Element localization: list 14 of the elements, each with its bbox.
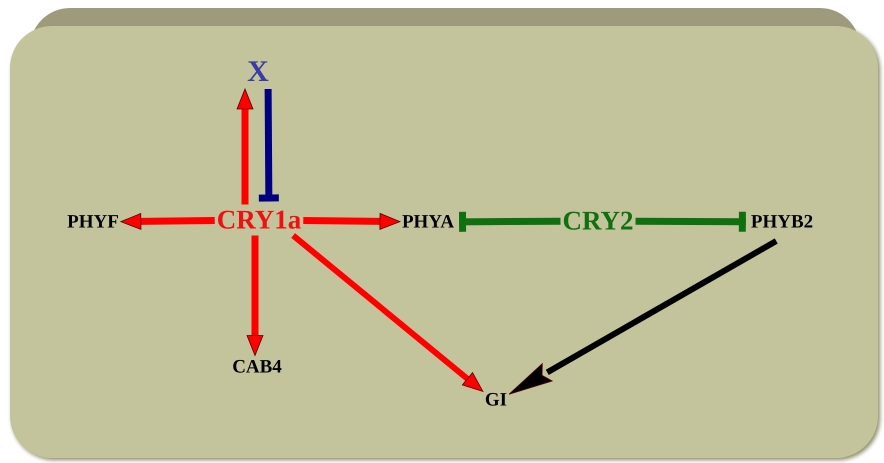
arrow bbox=[508, 238, 778, 395]
arrow bbox=[120, 213, 215, 230]
gene-label: PHYA bbox=[400, 210, 456, 234]
gene-label: CRY2 bbox=[560, 206, 636, 236]
gene-label: X bbox=[245, 55, 271, 89]
arrow bbox=[236, 88, 254, 204]
gene-label: PHYB2 bbox=[748, 210, 816, 234]
gene-label: PHYF bbox=[65, 210, 121, 234]
arrow bbox=[246, 236, 264, 356]
arrow bbox=[303, 213, 400, 230]
gene-label: GI bbox=[482, 388, 510, 412]
gene-label: CAB4 bbox=[230, 356, 284, 378]
arrow bbox=[291, 233, 484, 392]
gene-label: CRY1a bbox=[214, 204, 304, 236]
